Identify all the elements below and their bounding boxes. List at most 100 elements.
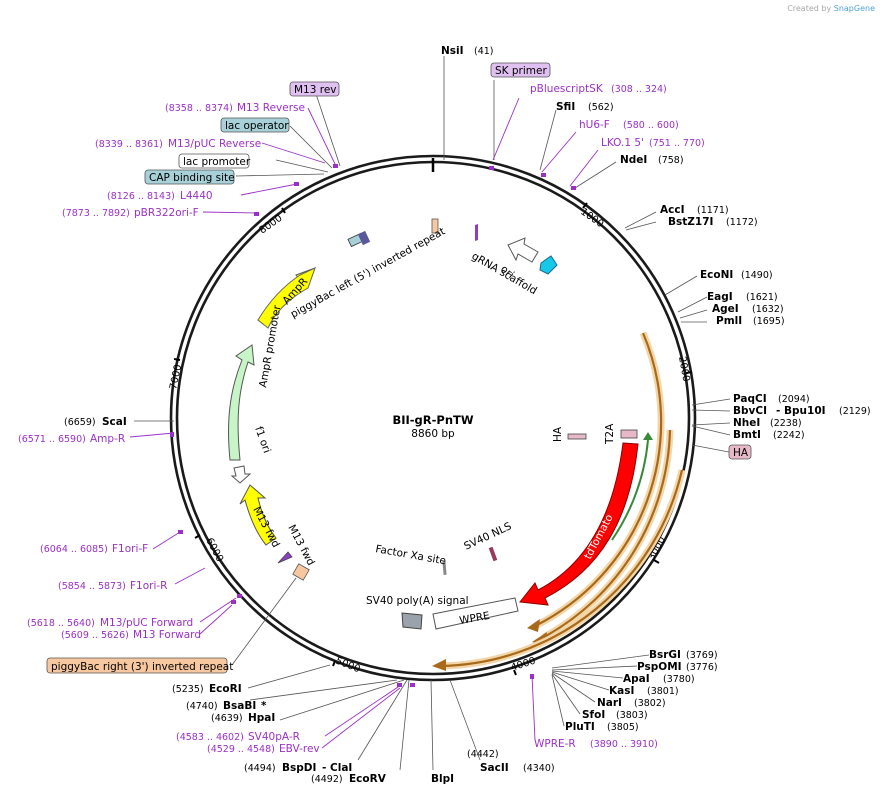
enzyme-nhei-pos: (2238) <box>770 418 802 429</box>
enzyme-agei-pos: (1632) <box>752 304 784 315</box>
primer-pbluescriptsk-pos: (308 .. 324) <box>611 84 667 95</box>
primer-labels: pBluescriptSK (308 .. 324) hU6-F (580 ..… <box>18 83 705 755</box>
enzyme-ecori: EcoRI <box>209 683 242 695</box>
enzyme-blpi: BlpI <box>431 773 454 785</box>
enzyme-paqci: PaqCI <box>733 393 767 405</box>
wpre-label: WPRE <box>458 610 490 627</box>
tick-6000 <box>194 534 201 539</box>
enzyme-scai: ScaI <box>102 416 127 428</box>
lac-operator-label: lac operator <box>225 120 289 132</box>
enzyme-sfii-pos: (562) <box>588 102 614 113</box>
tick-label-4000: 4000 <box>510 656 538 674</box>
enzyme-ndei: NdeI <box>620 154 647 166</box>
primer-pbluescriptsk: pBluescriptSK <box>530 83 604 95</box>
snapgene-credit: Created by SnapGene <box>787 4 875 13</box>
green-orf-head <box>643 432 653 440</box>
primer-wpre-r: WPRE-R <box>534 738 576 750</box>
ha-inner-box <box>567 433 587 440</box>
enzyme-pmli-pos: (1695) <box>753 316 785 327</box>
t2a-box <box>620 429 638 439</box>
enzyme-nhei: NheI <box>733 417 760 429</box>
cap-binding-box <box>144 169 235 185</box>
enzyme-nsii-pos: (41) <box>474 46 494 57</box>
enzyme-bstz17i-pos: (1172) <box>726 217 758 228</box>
green-orf <box>611 439 649 541</box>
orf-track-1-head <box>527 619 540 632</box>
u6-primer-mark <box>475 224 478 241</box>
primer-l4440: L4440 <box>180 190 213 202</box>
tick-1000 <box>582 202 588 209</box>
plasmid-name: BII-gR-PnTW <box>392 413 473 427</box>
enzyme-bpu10i: - Bpu10I <box>776 405 826 417</box>
m13-rev-label: M13 rev <box>294 84 337 96</box>
enzyme-bstz17i: BstZ17I <box>668 216 713 228</box>
primer-m13pur: M13/pUC Reverse <box>168 138 261 150</box>
enzyme-ecorv: EcoRV <box>349 773 387 785</box>
enzyme-hpai: HpaI <box>248 712 275 724</box>
f1-ori-arrow <box>239 484 277 546</box>
enzyme-sacii: SacII <box>480 762 509 774</box>
sv40-nls-label: SV40 NLS <box>462 520 514 553</box>
enzyme-econi-pos: (1490) <box>741 270 773 281</box>
primer-leader-lines <box>129 97 599 749</box>
tick-3000 <box>653 559 660 564</box>
lac-promoter-label: lac promoter <box>183 156 251 168</box>
enzyme-nari-pos: (3802) <box>634 698 666 709</box>
enzyme-pspomi-pos: (3776) <box>686 662 718 673</box>
primer-marks <box>170 164 576 687</box>
features: tdTomato T2A HA WPRE SV40 poly(A) signal… <box>228 218 686 671</box>
enzyme-agei: AgeI <box>712 303 739 315</box>
primer-ebv-rev-pos: (4529 .. 4548) <box>207 744 275 755</box>
enzyme-nsii: NsiI <box>441 45 464 57</box>
enzyme-bspdi: BspDI <box>282 762 316 774</box>
enzyme-econi: EcoNI <box>700 269 733 281</box>
primer-sv40pa-r: SV40pA-R <box>248 731 300 743</box>
primer-f1f-pos: (6064 .. 6085) <box>40 544 108 555</box>
orf-track-3-head <box>432 659 446 671</box>
tick-7000 <box>173 358 181 361</box>
primer-m13r-pos: (8358 .. 8374) <box>165 103 233 114</box>
tick-5000 <box>332 660 336 667</box>
tick-label-7000: 7000 <box>168 363 184 390</box>
primer-m13f-pos: (5609 .. 5626) <box>61 630 129 641</box>
orf-track-2 <box>543 429 672 638</box>
tick-label-8000: 8000 <box>257 213 284 237</box>
m13-rev-box <box>289 81 340 97</box>
enzyme-hpai-pos: (4639) <box>211 713 243 724</box>
primer-f1r: F1ori-R <box>130 580 167 592</box>
sv40-polya-label: SV40 poly(A) signal <box>366 595 469 607</box>
primer-ampr: Amp-R <box>90 433 125 445</box>
piggybac-right-box <box>292 563 310 581</box>
enzyme-bsabi-star: * <box>261 700 267 712</box>
ampr-promoter-arrow <box>230 465 252 484</box>
ha-inner-label: HA <box>552 426 564 442</box>
wpre-box <box>432 597 519 630</box>
tick-4000 <box>513 669 517 676</box>
enzyme-paqci-pos: (2094) <box>778 394 810 405</box>
primer-lko1-pos: (751 .. 770) <box>649 138 705 149</box>
tick-8000 <box>281 207 286 214</box>
enzyme-bsabi: BsaBI <box>223 700 256 712</box>
primer-ebv-rev: EBV-rev <box>279 743 320 755</box>
sk-primer-label: SK primer <box>495 65 547 77</box>
primer-m13pur-pos: (8339 .. 8361) <box>95 139 163 150</box>
enzyme-sfoi: SfoI <box>582 709 605 721</box>
sv40-polya-box <box>401 612 423 630</box>
enzyme-bbvci-pos: (2129) <box>839 406 871 417</box>
enzyme-kasi-pos: (3801) <box>647 686 679 697</box>
enzyme-eagi: EagI <box>707 291 733 303</box>
lac-operator-box <box>220 117 290 133</box>
primer-wpre-r-pos: (3890 .. 3910) <box>590 739 658 750</box>
ha-box <box>728 444 752 460</box>
enzyme-acci-pos: (1171) <box>697 205 729 216</box>
ampr-arrow <box>228 344 255 461</box>
enzyme-apai: ApaI <box>623 673 650 685</box>
primer-hu6f: hU6-F <box>579 119 610 131</box>
enzyme-bmti-pos: (2242) <box>773 430 805 441</box>
primer-f1r-pos: (5854 .. 5873) <box>58 581 126 592</box>
enzyme-pspomi: PspOMI <box>637 661 682 673</box>
primer-f1f: F1ori-F <box>112 543 148 555</box>
enzyme-kasi: KasI <box>609 685 634 697</box>
boxed-labels: SK primer M13 rev lac operator lac promo… <box>46 62 752 674</box>
